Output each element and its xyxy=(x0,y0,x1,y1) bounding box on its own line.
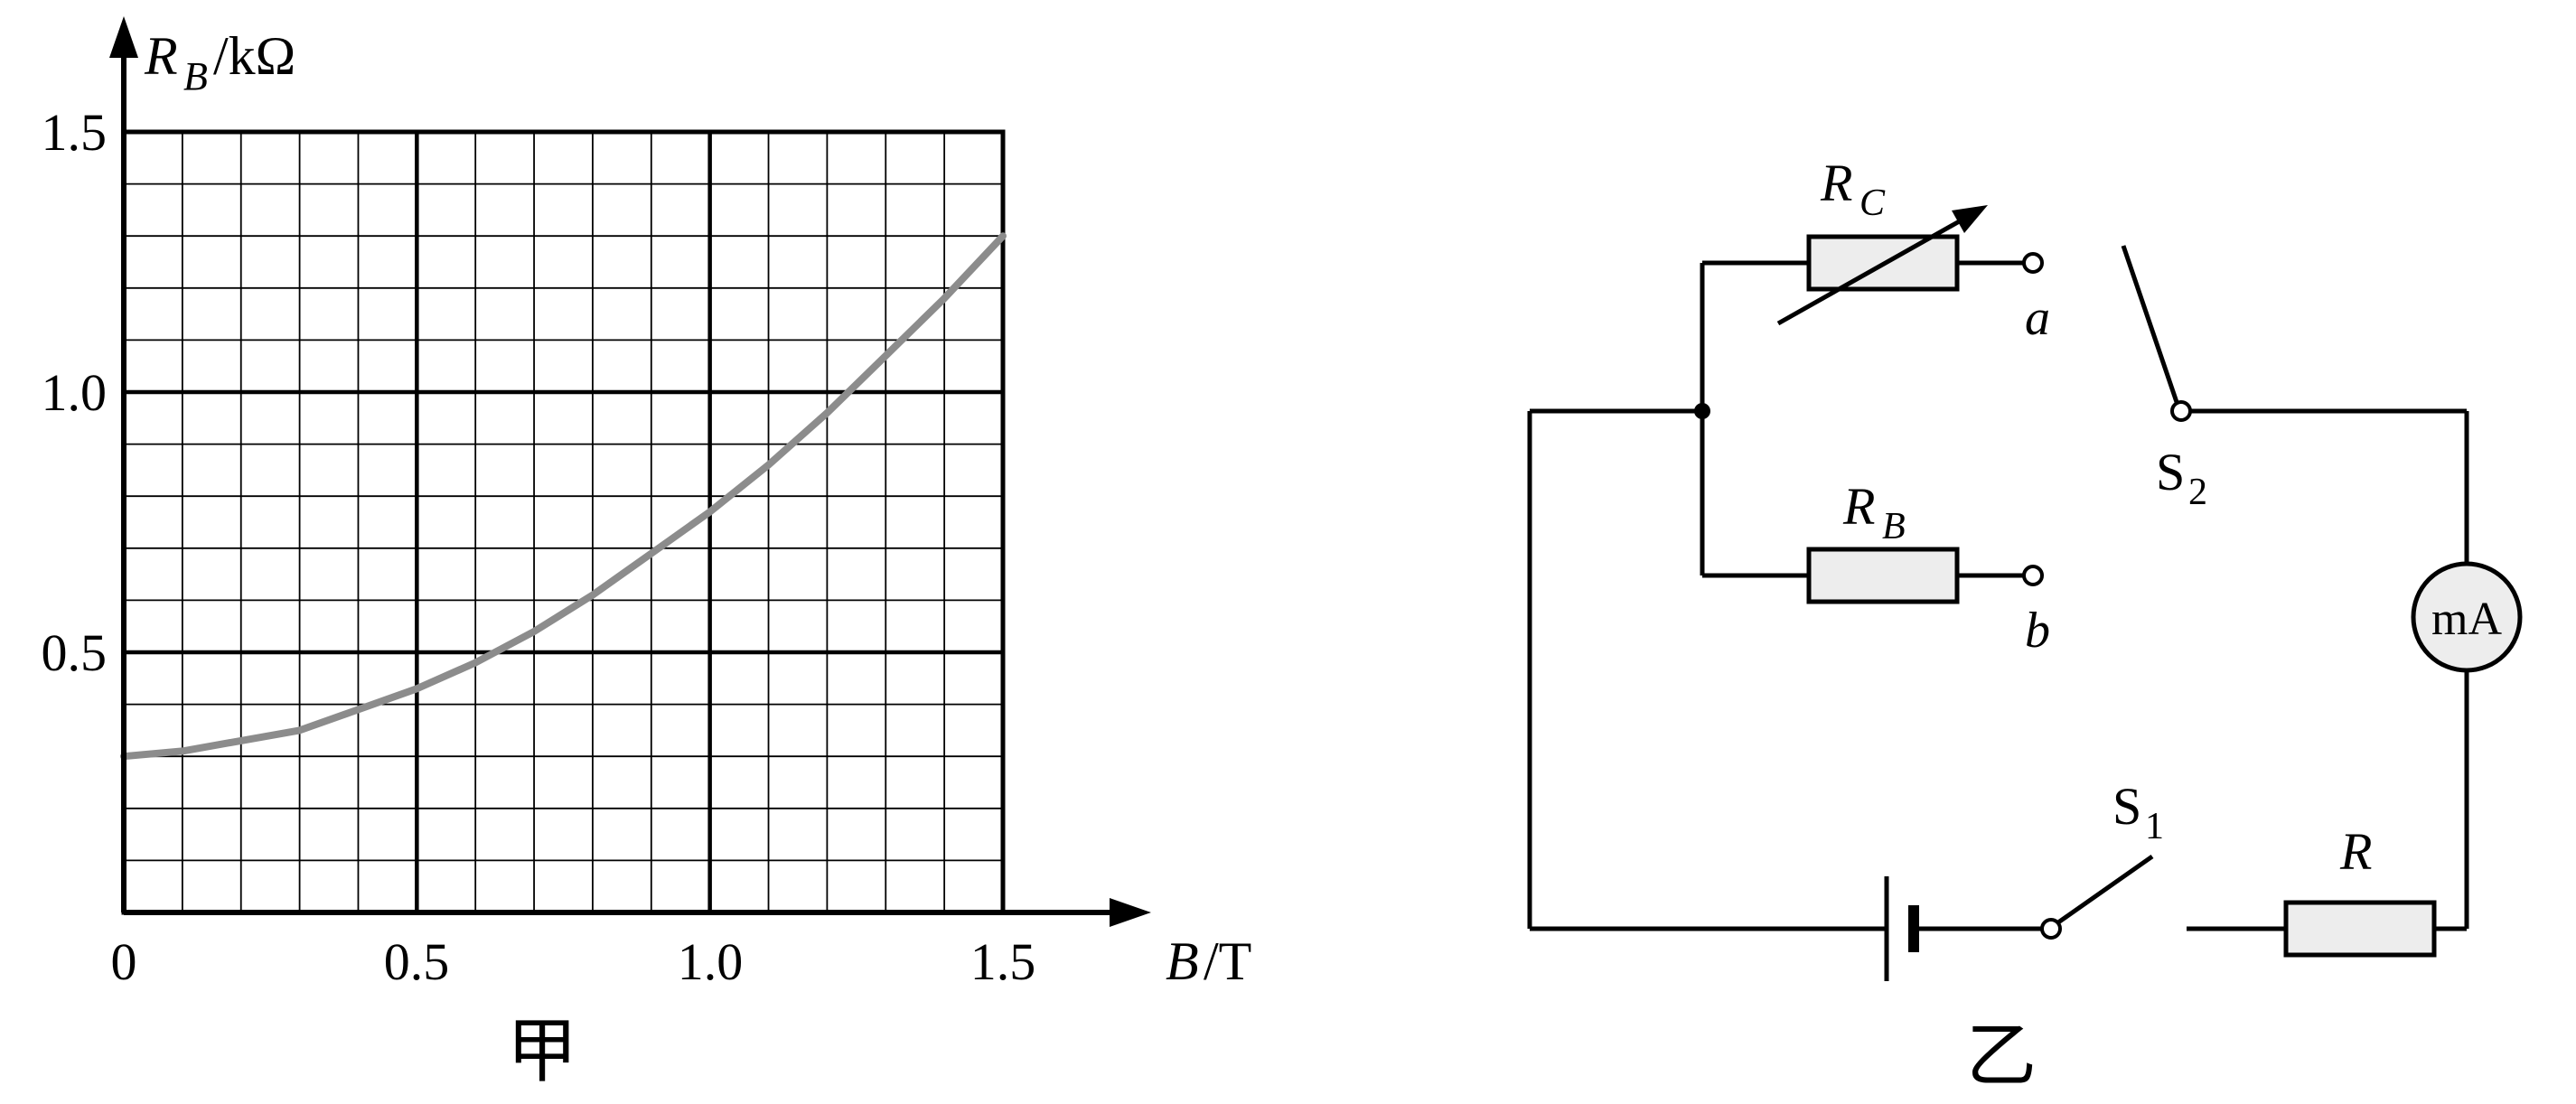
resistor-r-label: R xyxy=(2339,822,2372,881)
y-axis-label: R B /kΩ xyxy=(144,26,295,98)
switch-s1-label: S 1 xyxy=(2112,777,2164,847)
terminal-a xyxy=(2022,252,2044,274)
caption-jia: 甲 xyxy=(507,1012,577,1090)
junction-dot xyxy=(1694,403,1710,419)
terminal-a-label: a xyxy=(2025,290,2050,346)
graph-grid xyxy=(121,129,1006,915)
x-tick-0: 0 xyxy=(111,932,137,991)
resistor-rb-label-main: R xyxy=(1842,477,1875,536)
switch-s2-label-sub: 2 xyxy=(2188,472,2207,513)
circuit-wires xyxy=(1527,260,2469,931)
resistor-rb-body xyxy=(1806,547,1960,604)
milliammeter-label: mA xyxy=(2431,594,2502,645)
x-axis-arrow xyxy=(1110,898,1151,927)
rheostat-arrow-head xyxy=(1952,205,1988,233)
x-axis-label-unit: /T xyxy=(1204,931,1251,991)
rheostat-arrow-shaft xyxy=(1776,217,1964,326)
y-axis-label-unit: /kΩ xyxy=(213,26,295,86)
terminal-b xyxy=(2022,565,2044,586)
y-axis-label-main: R xyxy=(144,26,178,86)
switch-s1-label-sub: 1 xyxy=(2145,806,2164,847)
x-tick-2: 1.0 xyxy=(678,932,744,991)
plot-border xyxy=(121,129,1006,915)
switch-s2-label-main: S xyxy=(2156,443,2185,501)
y-tick-1: 1.0 xyxy=(42,363,108,422)
x-tick-1: 0.5 xyxy=(384,932,450,991)
rheostat-label-main: R xyxy=(1820,154,1852,212)
battery xyxy=(1884,876,1919,981)
y-tick-2: 1.5 xyxy=(42,103,108,162)
terminal-b-label: b xyxy=(2025,603,2050,659)
switch-s2-lever xyxy=(2121,245,2180,406)
milliammeter-body xyxy=(2411,561,2523,673)
switch-s2-pivot xyxy=(2170,400,2192,422)
rb-vs-b-graph: R B /kΩ B /T 0 0.5 1.0 1.5 0.5 1.0 1.5 甲 xyxy=(42,16,1251,1090)
y-axis-label-sub: B xyxy=(183,54,208,98)
switch-s1-label-main: S xyxy=(2112,777,2141,836)
resistor-rb-label: R B xyxy=(1842,477,1906,547)
rheostat-label-sub: C xyxy=(1859,182,1886,224)
resistor-r-body xyxy=(2283,900,2437,958)
x-tick-3: 1.5 xyxy=(970,932,1036,991)
rb-curve xyxy=(120,232,1007,761)
y-tick-0: 0.5 xyxy=(42,623,108,682)
rheostat-label: R C xyxy=(1820,154,1886,224)
y-axis-arrow xyxy=(109,16,138,58)
caption-yi: 乙 xyxy=(1966,1016,2037,1095)
switch-s2-label: S 2 xyxy=(2156,443,2207,513)
resistor-rb-label-sub: B xyxy=(1882,506,1906,547)
circuit-diagram: R C a R B b S 2 mA R S 1 xyxy=(1527,154,2523,1095)
switch-s1-lever xyxy=(2056,854,2154,925)
switch-s1-pivot xyxy=(2040,918,2062,940)
x-axis-label: B /T xyxy=(1166,931,1251,991)
x-axis-label-main: B xyxy=(1166,931,1199,991)
